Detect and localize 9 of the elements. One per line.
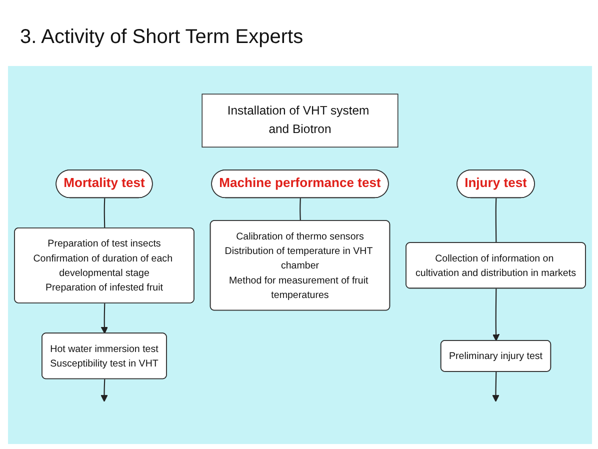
- connector: [495, 198, 497, 243]
- title: 3. Activity of Short Term Experts: [20, 26, 304, 49]
- connector: [104, 198, 106, 228]
- arrow: [100, 303, 108, 334]
- arrow: [100, 379, 108, 402]
- node-box: Installation of VHT system and Biotron: [202, 94, 398, 148]
- arrow: [492, 372, 500, 402]
- arrow: [492, 288, 500, 342]
- connector: [300, 198, 301, 221]
